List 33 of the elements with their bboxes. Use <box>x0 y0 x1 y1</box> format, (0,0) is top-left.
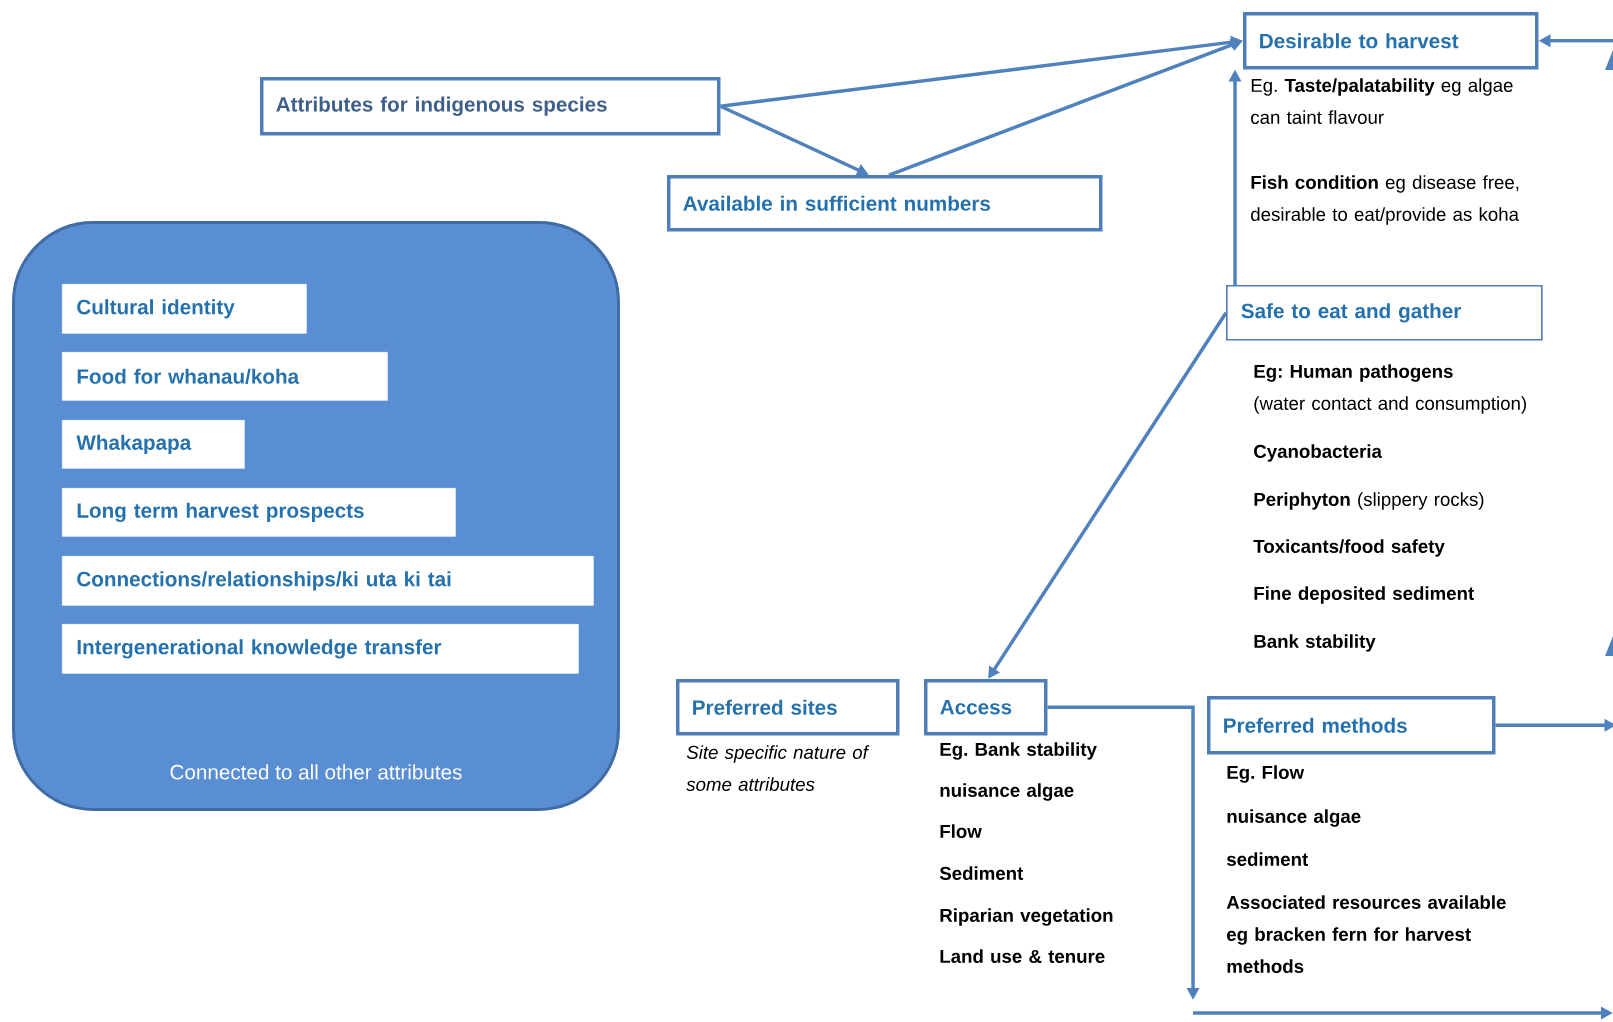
note-text: Eg. Flow <box>1227 765 1305 783</box>
attribute-box: Cultural identity <box>62 284 307 334</box>
attribute-box: Whakapapa <box>62 420 245 469</box>
attribute-box: Food for whanau/koha <box>62 352 388 401</box>
title-box: Attributes for indigenous species <box>260 77 721 136</box>
heading-box: Desirable to harvest <box>1243 12 1539 70</box>
heading-box: Safe to eat and gather <box>1226 285 1543 341</box>
note-text: Fish condition eg disease free, desirable to eat/provide as koha <box>1251 175 1519 225</box>
note-text: Land use & tenure <box>940 949 1105 963</box>
note-text: Bank stability <box>1254 634 1376 652</box>
attribute-box: Intergenerational knowledge transfer <box>62 624 579 674</box>
note-text: Riparian vegetation <box>940 908 1113 926</box>
note-text: (water contact and consumption) <box>1254 396 1526 414</box>
note-text: Toxicants/food safety <box>1253 539 1445 557</box>
note-text: Eg. Bank stability <box>940 742 1097 760</box>
heading-box: Preferred methods <box>1207 696 1496 755</box>
note-text: Periphyton (slippery rocks) <box>1254 492 1484 510</box>
heading-box: Preferred sites <box>676 679 900 736</box>
note-text: sediment <box>1226 852 1308 866</box>
note-text: Sediment <box>939 866 1024 880</box>
note-text: Eg: Human pathogens <box>1254 364 1453 382</box>
note-text: nuisance algae <box>1227 809 1361 827</box>
note-text: Eg. Taste/palatability eg algae can taint flavour <box>1251 78 1513 124</box>
note-text: Flow <box>940 824 982 838</box>
attribute-box: Long term harvest prospects <box>62 488 456 537</box>
heading-box: Access <box>924 679 1048 736</box>
note-text: Fine deposited sediment <box>1254 586 1474 604</box>
heading-box: Available in sufficient numbers <box>667 175 1103 232</box>
note-text: Cyanobacteria <box>1254 444 1383 462</box>
attribute-box: Connections/relationships/ki uta ki tai <box>62 556 594 606</box>
note-text: nuisance algae <box>940 783 1074 801</box>
note-text: Site specific nature of some attributes <box>686 745 870 791</box>
note-text: Associated resources available eg bracken fern for harvest methods <box>1226 895 1506 973</box>
